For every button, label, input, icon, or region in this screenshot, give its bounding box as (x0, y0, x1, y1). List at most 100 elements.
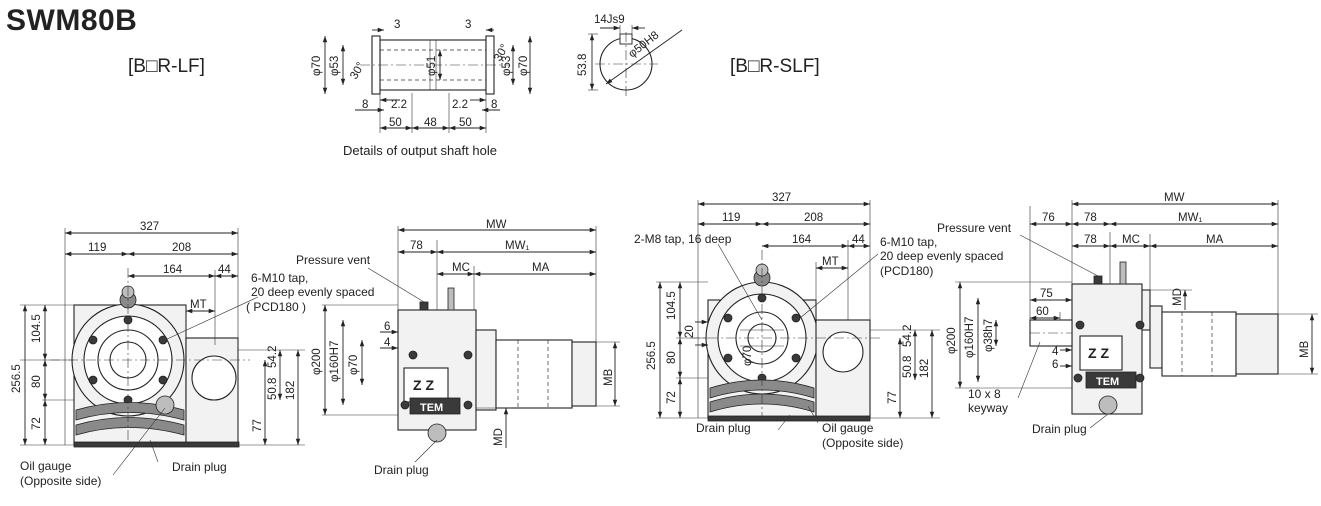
slf-dim-60: 60 (1036, 306, 1049, 318)
lf-dim-78: 78 (410, 240, 423, 252)
slf-dim-54-2: 54.2 (902, 325, 914, 347)
shaft-detail-caption: Details of output shaft hole (343, 143, 497, 158)
keyway-width: 14Js9 (594, 14, 625, 26)
slf-dim-mc: MC (1122, 234, 1140, 246)
lf-dim-ma: MA (532, 262, 550, 274)
lf-dim-phi200: φ200 (311, 348, 323, 375)
slf-keyway-size: 10 x 8 (968, 387, 1001, 401)
lf-tap-line1: 6-M10 tap, (251, 271, 308, 285)
lf-tap-line2: 20 deep evenly spaced (251, 285, 374, 299)
lf-dim-md: MD (493, 428, 505, 446)
lf-side-view: Z Z TEM MW 78 MW₁ MC MA (296, 219, 620, 477)
slf-dim-20: 20 (684, 325, 696, 338)
dim-3-r: 3 (465, 19, 471, 31)
dim-phi70-l: φ70 (311, 56, 323, 76)
lf-dim-182: 182 (285, 381, 297, 400)
slf-dim-44: 44 (852, 234, 865, 246)
lf-tem-logo: TEM (420, 402, 443, 414)
slf-dim-77: 77 (887, 391, 899, 404)
slf-tap-2m8: 2-M8 tap, 16 deep (634, 232, 732, 246)
lf-dim-mw: MW (486, 219, 507, 231)
lf-dim-50-8: 50.8 (267, 378, 279, 400)
lf-pressure-vent: Pressure vent (296, 253, 371, 267)
slf-dim-76: 76 (1042, 212, 1055, 224)
dim-angle-l: 30° (348, 60, 367, 81)
slf-dim-ma: MA (1206, 234, 1224, 246)
lf-tap-line3: ( PCD180 ) (246, 300, 306, 314)
slf-dim-md: MD (1172, 288, 1184, 306)
slf-dim-104-5: 104.5 (666, 291, 678, 320)
slf-logo-mark: Z Z (1088, 345, 1109, 361)
lf-oil-gauge: Oil gauge (20, 459, 72, 473)
slf-dim-6: 6 (1052, 359, 1058, 371)
slf-dim-80: 80 (666, 351, 678, 364)
slf-dim-327: 327 (772, 192, 791, 204)
slf-tap-line1: 6-M10 tap, (880, 235, 937, 249)
dim-8-l: 8 (362, 99, 368, 111)
lf-dim-54-2: 54.2 (267, 346, 279, 368)
dim-phi53-l: φ53 (329, 56, 341, 76)
dim-22-r: 2.2 (452, 99, 468, 111)
slf-side-view: Z Z TEM (937, 192, 1318, 436)
lf-dim-104-5: 104.5 (31, 314, 43, 343)
lf-drain-plug: Drain plug (172, 460, 227, 474)
dim-phi70-r: φ70 (518, 56, 530, 76)
slf-oil-gauge: Oil gauge (822, 421, 874, 435)
lf-front-view: 327 119 208 164 44 MT 104.5 256.5 80 72 … (11, 221, 374, 488)
lf-dim-phi70: φ70 (348, 355, 360, 375)
lf-dim-72: 72 (31, 417, 43, 430)
dim-48: 48 (424, 117, 437, 129)
lf-dim-mb: MB (603, 368, 615, 386)
slf-dim-mw1: MW₁ (1178, 212, 1202, 224)
slf-dim-4: 4 (1052, 346, 1059, 358)
slf-dim-phi70: φ70 (742, 346, 754, 366)
variant-label-slf: [B□R-SLF] (730, 56, 820, 77)
model-title: SWM80B (6, 4, 138, 37)
lf-dim-44: 44 (218, 264, 231, 276)
lf-dim-77: 77 (252, 419, 264, 432)
lf-dim-208: 208 (172, 242, 191, 254)
slf-pressure-vent: Pressure vent (937, 221, 1012, 235)
dim-phi51: φ51 (426, 56, 438, 76)
slf-dim-208: 208 (804, 212, 823, 224)
slf-dim-phi160: φ160H7 (964, 317, 976, 358)
lf-dim-119: 119 (88, 242, 106, 254)
lf-dim-mw1: MW₁ (505, 240, 529, 252)
dim-phi53-r: φ53 (501, 56, 513, 76)
slf-drain-plug-side: Drain plug (1032, 422, 1087, 436)
slf-dim-mw: MW (1164, 192, 1185, 204)
slf-dim-78b: 78 (1084, 234, 1097, 246)
dim-22-l: 2.2 (391, 99, 407, 111)
slf-drain-plug: Drain plug (696, 421, 751, 435)
lf-dim-6: 6 (384, 321, 390, 333)
lf-drain-plug-side: Drain plug (374, 463, 429, 477)
slf-dim-mb: MB (1299, 340, 1311, 358)
shaft-hole-detail: φ70 φ53 30° φ51 30° φ53 φ70 3 3 8 8 2.2 … (311, 19, 533, 158)
slf-dim-phi38: φ38h7 (983, 319, 995, 352)
lf-dim-327: 327 (140, 221, 159, 233)
slf-front-view: 327 119 208 164 44 MT 2-M8 tap, 16 deep … (634, 192, 1003, 450)
keyway-depth: 53.8 (577, 54, 589, 76)
dim-50-r: 50 (459, 117, 472, 129)
lf-dim-256-5: 256.5 (11, 364, 23, 393)
slf-dim-phi200: φ200 (946, 327, 958, 354)
dim-8-r: 8 (491, 99, 497, 111)
slf-tap-line3: (PCD180) (880, 264, 933, 278)
lf-dim-mt: MT (190, 299, 207, 311)
lf-dim-164: 164 (163, 264, 183, 276)
slf-tap-line2: 20 deep evenly spaced (880, 249, 1003, 263)
lf-dim-phi160: φ160H7 (329, 341, 341, 382)
slf-dim-119: 119 (722, 212, 740, 224)
slf-oil-gauge-side: (Opposite side) (822, 436, 903, 450)
variant-label-lf: [B□R-LF] (128, 56, 205, 77)
keyway-detail: 14Js9 φ50H8 53.8 (577, 14, 683, 96)
slf-dim-72: 72 (666, 391, 678, 404)
slf-keyway-label: keyway (968, 401, 1008, 415)
lf-logo-mark: Z Z (413, 377, 434, 393)
dim-50-l: 50 (389, 117, 402, 129)
dim-3-l: 3 (394, 19, 400, 31)
slf-dim-75: 75 (1040, 288, 1053, 300)
lf-oil-gauge-side: (Opposite side) (20, 474, 101, 488)
slf-tem-logo: TEM (1096, 376, 1119, 388)
